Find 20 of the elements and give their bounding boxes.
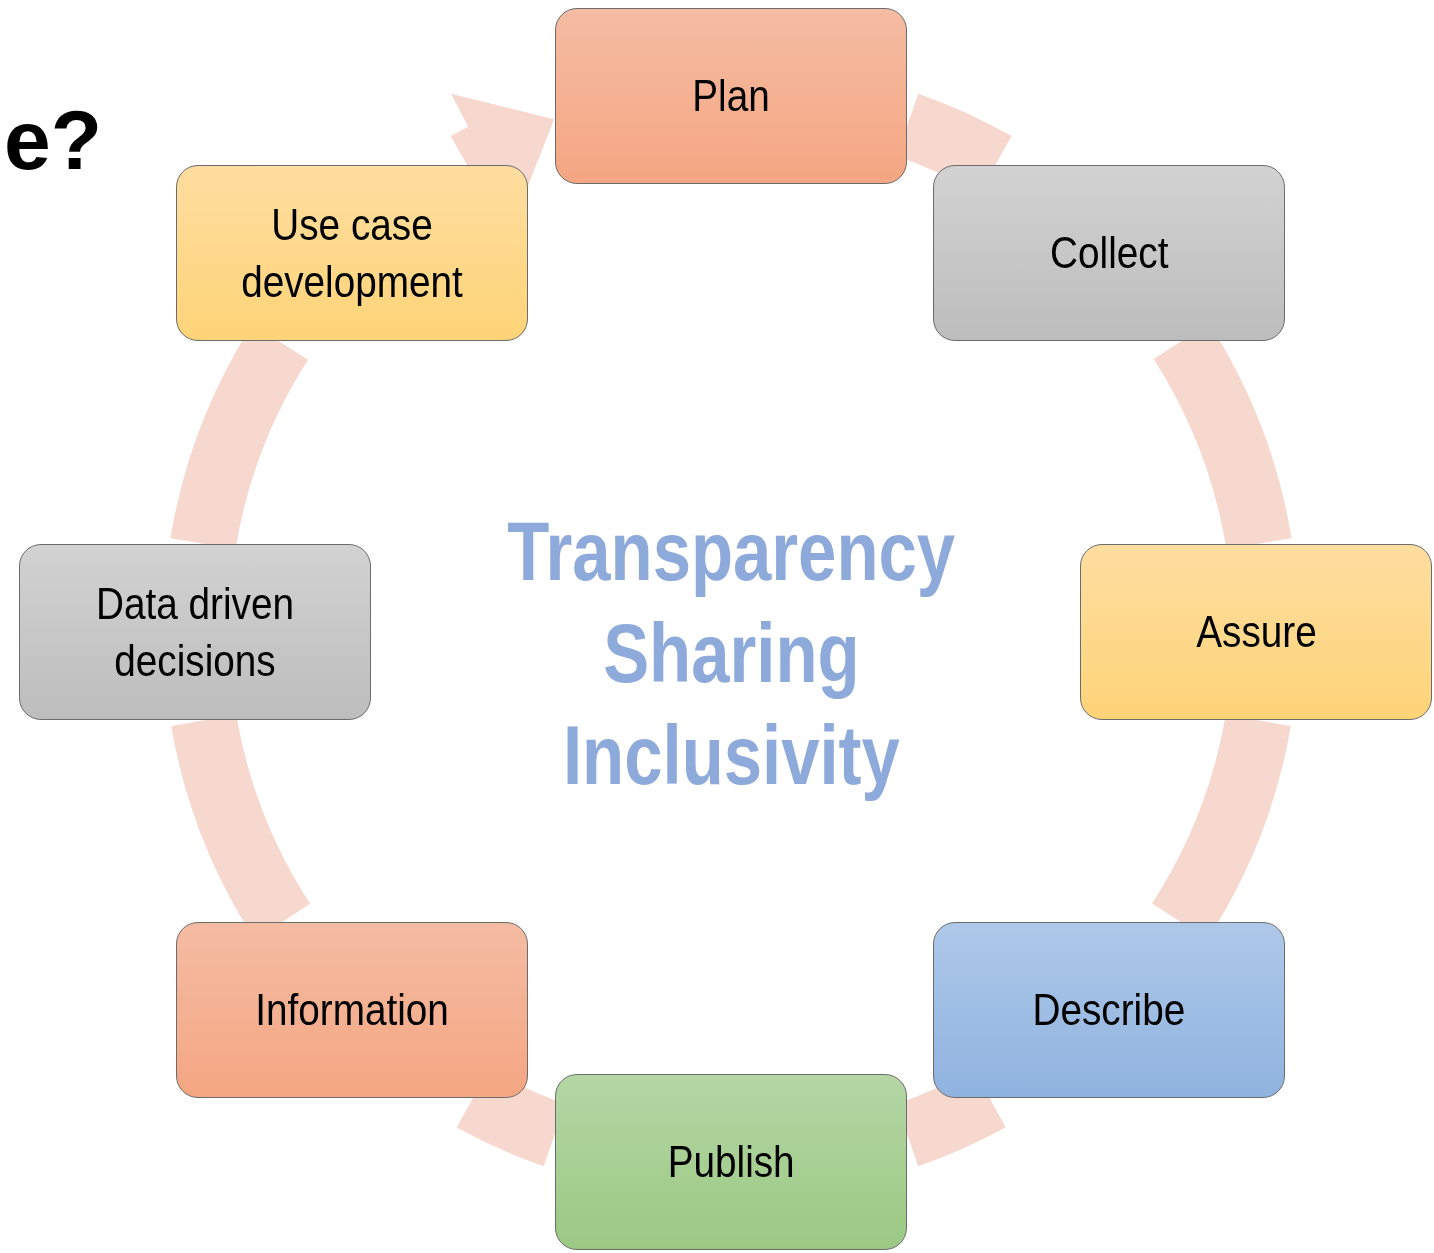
box-label: Publish bbox=[667, 1136, 795, 1189]
process-box bbox=[555, 8, 907, 184]
box-label: Assure bbox=[1195, 606, 1317, 659]
title-fragment: e? bbox=[4, 92, 103, 189]
process-box bbox=[176, 165, 528, 341]
process-box bbox=[555, 1074, 907, 1250]
process-box bbox=[1080, 544, 1432, 720]
center-keyword: Sharing bbox=[602, 605, 860, 702]
process-box bbox=[19, 544, 371, 720]
box-label: Collect bbox=[1049, 227, 1169, 280]
process-box bbox=[933, 165, 1285, 341]
box-label: Plan bbox=[692, 70, 770, 123]
box-label: Describe bbox=[1032, 984, 1186, 1037]
box-label: Use case development bbox=[240, 198, 464, 308]
process-box bbox=[933, 922, 1285, 1098]
box-label: Information bbox=[255, 984, 449, 1037]
center-keyword: Inclusivity bbox=[562, 707, 900, 804]
center-keyword: Transparency bbox=[507, 503, 955, 600]
process-box bbox=[176, 922, 528, 1098]
box-label: Data driven decisions bbox=[95, 577, 295, 687]
